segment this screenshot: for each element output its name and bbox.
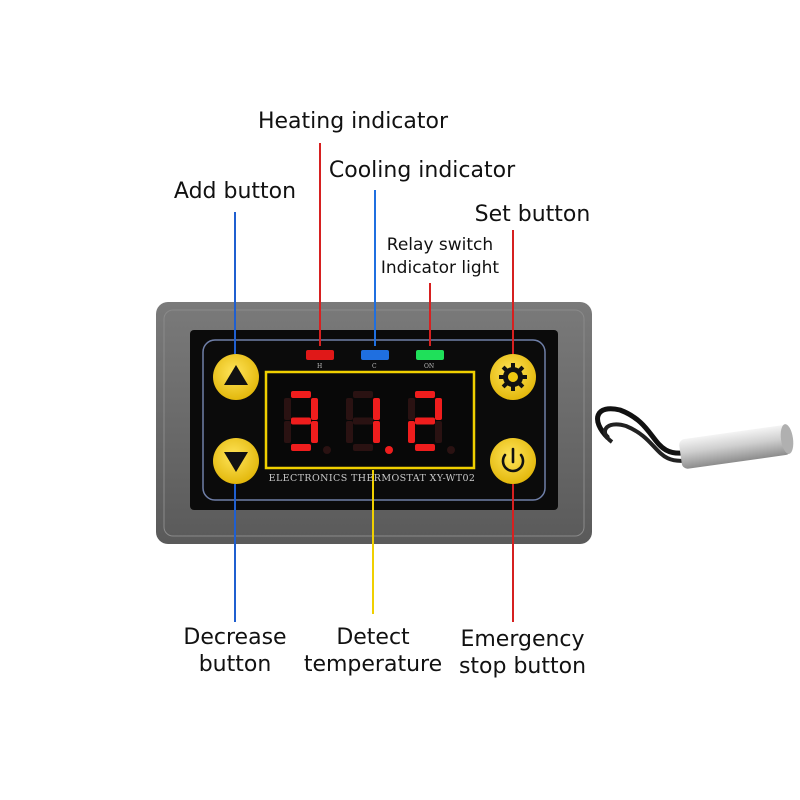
detect-label-line1: Detect	[336, 625, 410, 650]
set-button[interactable]	[490, 354, 536, 400]
segment-c	[311, 421, 318, 443]
leader-lines	[234, 143, 514, 622]
led-h-label: H	[317, 363, 323, 370]
segment-b	[373, 398, 380, 420]
segment-b	[435, 398, 442, 420]
heating-led	[306, 350, 334, 360]
set-button-label: Set button	[474, 202, 591, 227]
detect-label-line2: temperature	[303, 652, 443, 677]
down-triangle-icon	[224, 452, 248, 472]
decimal-point	[447, 446, 455, 454]
segment-c	[435, 421, 442, 443]
segment-f	[408, 398, 415, 420]
emergency-label-line1: Emergency	[460, 627, 585, 652]
decimal-point	[323, 446, 331, 454]
up-triangle-icon	[224, 365, 248, 385]
segment-d	[291, 444, 311, 451]
segment-d	[353, 444, 373, 451]
detect-temperature-label: Detect temperature	[298, 624, 448, 678]
cooling-indicator-label: Cooling indicator	[328, 158, 516, 183]
power-icon	[501, 447, 525, 473]
probe-cable	[595, 406, 691, 463]
segment-e	[408, 421, 415, 443]
led-on-label: ON	[424, 363, 435, 370]
emergency-label-line2: stop button	[458, 654, 587, 679]
model-text: ELECTRONICS THERMOSTAT XY-WT02	[268, 473, 476, 484]
relay-led	[416, 350, 444, 360]
segment-g	[291, 417, 311, 425]
gear-icon	[499, 363, 527, 391]
segment-a	[291, 391, 311, 398]
add-button[interactable]	[213, 354, 259, 400]
decrease-label-line1: Decrease	[183, 625, 287, 650]
decimal-point	[385, 446, 393, 454]
decrease-button-label: Decrease button	[160, 624, 310, 678]
seven-segment-display	[284, 391, 455, 454]
segment-a	[415, 391, 435, 398]
temperature-probe	[679, 424, 794, 469]
decrease-button[interactable]	[213, 438, 259, 484]
segment-g	[415, 417, 435, 425]
segment-e	[346, 421, 353, 443]
emergency-stop-label: Emergency stop button	[450, 626, 595, 680]
decrease-label-line2: button	[198, 652, 272, 677]
led-c-label: C	[372, 363, 377, 370]
heating-indicator-label: Heating indicator	[257, 109, 449, 134]
segment-e	[284, 421, 291, 443]
relay-label-line1: Relay switch	[386, 235, 494, 255]
relay-indicator-label: Relay switch Indicator light	[370, 234, 510, 280]
cooling-led	[361, 350, 389, 360]
segment-g	[353, 417, 373, 425]
segment-f	[284, 398, 291, 420]
relay-label-line2: Indicator light	[380, 258, 500, 278]
segment-b	[311, 398, 318, 420]
emergency-stop-button[interactable]	[490, 438, 536, 484]
segment-c	[373, 421, 380, 443]
segment-d	[415, 444, 435, 451]
add-button-label: Add button	[173, 179, 297, 204]
segment-f	[346, 398, 353, 420]
segment-a	[353, 391, 373, 398]
